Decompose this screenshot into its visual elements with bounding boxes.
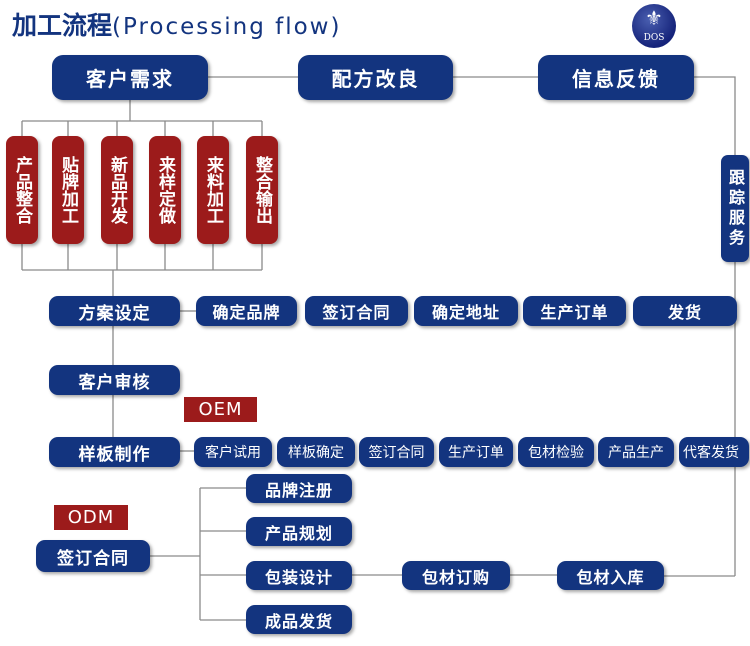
oem-step-production-order: 生产订单 [439,437,513,467]
odm-step-product-planning: 产品规划 [246,517,352,546]
step-plan-setting: 方案设定 [49,296,180,326]
odm-step-brand-registration: 品牌注册 [246,474,352,503]
odm-step-sign-contract: 签订合同 [36,540,150,572]
step-formula-improvement: 配方改良 [298,55,453,100]
title-cn: 加工流程 [12,11,113,40]
odm-step-material-purchase: 包材订购 [402,561,510,590]
odm-step-material-warehousing: 包材入库 [557,561,664,590]
service-integrated-output: 整合输出 [246,136,278,244]
service-label: 新品开发 [107,156,127,224]
service-oem-processing: 贴牌加工 [52,136,84,244]
follow-up-service-label: 跟踪服务 [726,168,745,249]
step-customer-need: 客户需求 [52,55,208,100]
service-material-processing: 来料加工 [197,136,229,244]
step-follow-up-service: 跟踪服务 [721,155,749,262]
odm-step-finished-shipping: 成品发货 [246,605,352,634]
service-label: 产品整合 [12,156,32,224]
step-confirm-address: 确定地址 [414,296,518,326]
step-customer-review: 客户审核 [49,365,180,395]
step-confirm-brand: 确定品牌 [196,296,297,326]
oem-step-material-inspection: 包材检验 [518,437,594,467]
service-label: 整合输出 [252,156,272,224]
service-label: 来样定做 [155,156,175,224]
oem-tag: OEM [184,397,257,422]
title-en: (Processing flow) [112,14,342,40]
odm-tag: ODM [54,505,128,530]
service-product-integration: 产品整合 [6,136,38,244]
service-label: 贴牌加工 [58,156,78,224]
service-new-product-dev: 新品开发 [101,136,133,244]
step-sample-making: 样板制作 [49,437,180,467]
page-title: 加工流程(Processing flow) [12,6,341,42]
step-shipping: 发货 [633,296,737,326]
service-label: 来料加工 [203,156,223,224]
service-custom-sample: 来样定做 [149,136,181,244]
oem-step-sign-contract: 签订合同 [359,437,434,467]
oem-step-drop-shipping: 代客发货 [679,437,749,467]
fleur-de-lis-icon: ⚜ [645,6,663,30]
dos-logo: ⚜ DOS [632,4,676,48]
step-feedback: 信息反馈 [538,55,694,100]
oem-step-sample-confirm: 样板确定 [277,437,355,467]
odm-step-packaging-design: 包装设计 [246,561,352,590]
oem-step-product-manufacturing: 产品生产 [598,437,674,467]
logo-text: DOS [643,33,665,43]
oem-step-customer-trial: 客户试用 [194,437,272,467]
step-production-order: 生产订单 [523,296,626,326]
step-sign-contract: 签订合同 [305,296,408,326]
